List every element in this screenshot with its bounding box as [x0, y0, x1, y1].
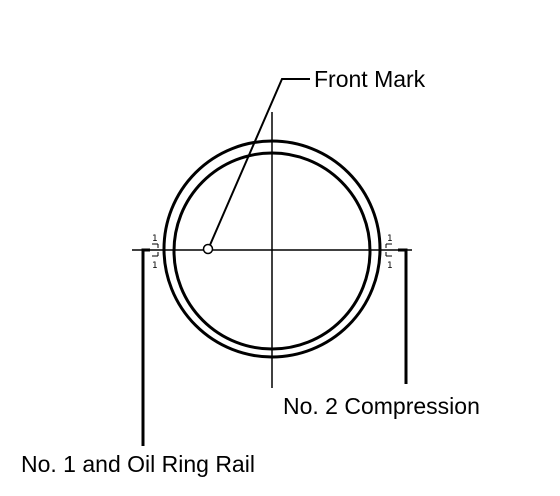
no1-oil-ring-rail-label: No. 1 and Oil Ring Rail: [21, 451, 255, 477]
left-gap-marks: 1 1: [152, 234, 159, 271]
front-mark-label: Front Mark: [314, 66, 426, 92]
front-mark-leader: [209, 78, 310, 246]
right-lower-gap-mark: 1: [387, 261, 393, 271]
left-lower-gap-mark: 1: [152, 261, 158, 271]
no2-compression-leader: [398, 248, 408, 384]
right-upper-gap-mark: 1: [387, 234, 393, 244]
front-mark-circle: [202, 243, 214, 255]
no1-oil-ring-rail-leader: [141, 248, 150, 446]
right-gap-marks: 1 1: [385, 234, 393, 271]
left-upper-gap-mark: 1: [152, 234, 158, 244]
outer-ring: [162, 139, 382, 359]
inner-ring: [172, 151, 372, 351]
no2-compression-label: No. 2 Compression: [283, 393, 480, 419]
